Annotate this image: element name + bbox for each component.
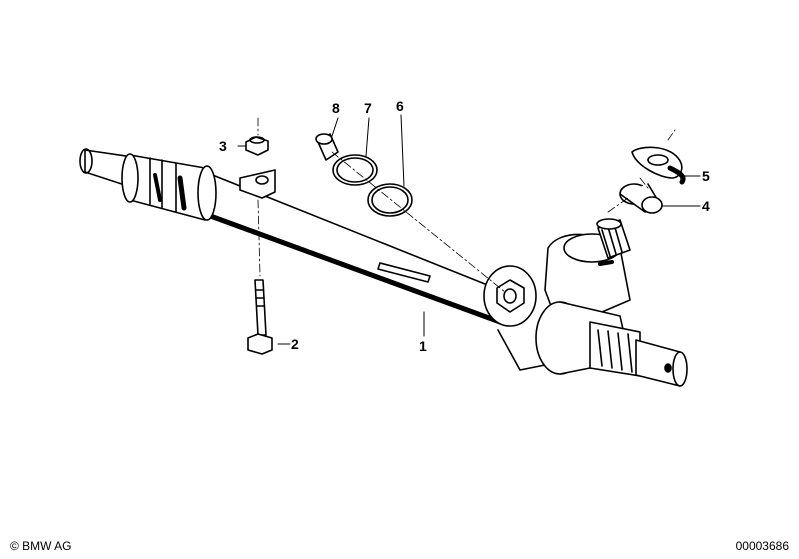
callout-5: 5 [702,168,710,184]
o-ring-large [367,183,413,217]
copyright-label: © BMW AG [10,539,72,553]
plug [315,133,339,161]
drawing-number: 00003686 [735,539,789,553]
callout-4: 4 [702,198,710,214]
callout-3: 3 [219,138,227,154]
washer [631,146,686,185]
callout-7: 7 [364,100,372,116]
pinion-housing [483,233,688,387]
assembly-lines [257,117,676,293]
leader-lines [237,114,701,345]
callout-8: 8 [332,100,340,116]
callout-6: 6 [396,98,404,114]
rack-housing [79,148,503,325]
callout-1: 1 [419,338,427,354]
o-ring-small [332,154,378,186]
pinion-shaft [596,218,631,266]
seal-ring [619,183,663,214]
bolt [247,279,273,355]
callout-2: 2 [291,336,299,352]
nut [245,136,269,156]
